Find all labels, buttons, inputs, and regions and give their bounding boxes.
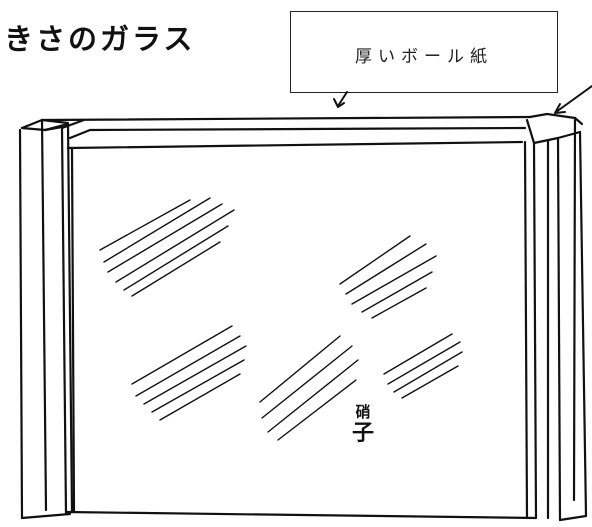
glass-reflection-lower-right — [383, 333, 463, 399]
pane-top-edge — [20, 115, 532, 150]
callout-label-text: 厚いボール紙 — [355, 47, 493, 67]
glass-written-label: 硝 子 — [346, 403, 380, 446]
callout-label-box: 厚いボール紙 — [290, 11, 558, 93]
glass-reflection-upper-right — [339, 235, 437, 319]
arrow-to-right-band — [554, 85, 592, 114]
glass-reflection-upper-left — [99, 197, 235, 297]
glass-label-char-1: 硝 — [355, 403, 371, 421]
arrow-to-top-edge — [333, 91, 348, 108]
glass-reflection-lower-left — [131, 325, 247, 421]
glass-reflection-lower-center — [259, 335, 359, 441]
pane-outline — [20, 140, 588, 522]
left-cardboard-band — [18, 118, 74, 520]
glass-label-char-2: 子 — [351, 420, 374, 446]
diagram-heading: きさのガラス — [4, 22, 196, 56]
right-cardboard-band — [525, 112, 588, 522]
